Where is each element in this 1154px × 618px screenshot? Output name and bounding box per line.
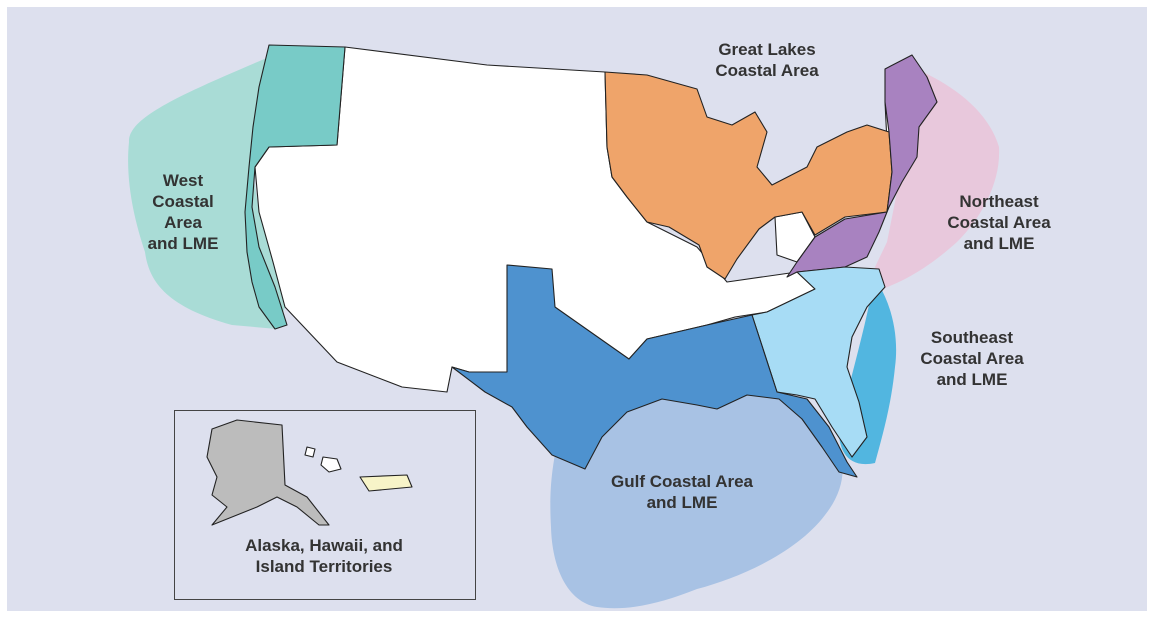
hawaii bbox=[304, 446, 316, 458]
west-coast-states bbox=[244, 44, 346, 330]
gulf-lme-zone bbox=[550, 385, 843, 609]
us-coastal-regions-map bbox=[128, 44, 1000, 609]
northeast-label: Northeast Coastal Area and LME bbox=[947, 192, 1051, 253]
inset-label: Alaska, Hawaii, and Island Territories bbox=[245, 536, 403, 576]
southeast-label: Southeast Coastal Area and LME bbox=[920, 328, 1024, 389]
inset-box bbox=[174, 410, 476, 600]
gulf-label: Gulf Coastal Area and LME bbox=[610, 472, 754, 512]
west-label: West Coastal Area and LME bbox=[147, 171, 219, 253]
great-lakes-label: Great Lakes Coastal Area bbox=[715, 40, 819, 80]
southeast-states bbox=[751, 266, 886, 458]
puerto-rico bbox=[359, 474, 413, 492]
alaska bbox=[206, 419, 330, 526]
west-lme-zone bbox=[128, 57, 285, 329]
map-frame: West Coastal Area and LME Great Lakes Co… bbox=[7, 7, 1147, 611]
gulf-states bbox=[451, 264, 858, 478]
hawaii-island bbox=[320, 456, 342, 473]
